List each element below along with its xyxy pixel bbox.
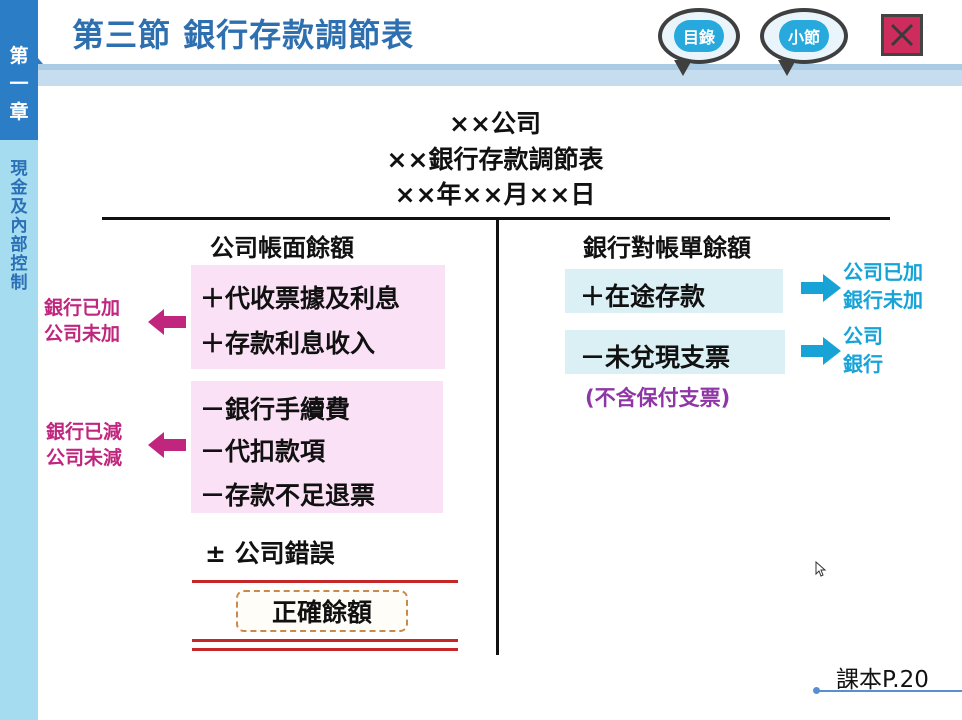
textbook-page-ref: 課本P.20 xyxy=(836,667,929,693)
bank-add-item: ＋在途存款 xyxy=(580,282,706,311)
title-band-accent xyxy=(38,64,962,70)
bank-added-note: 銀行已加 公司未加 xyxy=(44,295,120,347)
note-line: 銀行 xyxy=(843,352,883,376)
company-deduct-item: －代扣款項 xyxy=(200,437,326,466)
speech-tail-icon xyxy=(778,60,796,76)
chapter-char: 章 xyxy=(9,101,29,123)
page-title: 第三節 銀行存款調節表 xyxy=(72,16,415,54)
section-char: 金 xyxy=(10,178,28,198)
section-bubble: 小節 xyxy=(760,8,848,64)
chapter-char: 一 xyxy=(9,73,29,95)
close-button[interactable] xyxy=(881,14,923,56)
company-added-note: 公司已加 銀行未加 xyxy=(843,258,923,314)
company-deducted-note: 公司 銀行 xyxy=(843,322,883,378)
close-icon xyxy=(890,23,914,47)
section-char: 部 xyxy=(10,235,28,255)
toc-button[interactable]: 目錄 xyxy=(658,8,740,76)
correct-balance-box: 正確餘額 xyxy=(236,590,408,632)
section-char: 現 xyxy=(10,159,28,179)
right-arrow-icon xyxy=(801,274,841,302)
statement-name: ××銀行存款調節表 xyxy=(386,145,604,174)
bank-balance-heading: 銀行對帳單餘額 xyxy=(583,234,751,262)
note-line: 銀行已加 xyxy=(44,297,121,319)
note-line: 公司未減 xyxy=(46,447,123,469)
company-add-item: ＋代收票據及利息 xyxy=(200,284,401,313)
note-line: 公司 xyxy=(843,324,883,348)
statement-date: ××年××月××日 xyxy=(394,180,596,209)
company-deduct-box xyxy=(191,381,443,513)
section-button[interactable]: 小節 xyxy=(760,8,848,76)
section-char: 制 xyxy=(10,273,28,293)
right-arrow-icon xyxy=(801,337,841,365)
company-deduct-item: －存款不足退票 xyxy=(200,481,376,510)
company-add-box xyxy=(191,265,445,369)
speech-tail-icon xyxy=(674,60,692,76)
red-double-rule xyxy=(192,648,458,651)
note-line: 銀行未加 xyxy=(843,288,923,312)
bank-deduct-box xyxy=(565,330,785,374)
table-top-rule xyxy=(102,217,890,220)
red-double-rule xyxy=(192,639,458,642)
bank-deduct-item: －未兌現支票 xyxy=(580,343,731,372)
chapter-char: 第 xyxy=(9,45,29,67)
section-tab[interactable]: 現 金 及 內 部 控 制 xyxy=(0,148,38,720)
footer-dot xyxy=(813,687,820,694)
red-rule xyxy=(192,580,458,583)
toc-label: 目錄 xyxy=(673,20,724,52)
footer-line xyxy=(816,690,962,692)
note-line: 公司未加 xyxy=(44,323,121,345)
section-char: 及 xyxy=(10,197,28,217)
certified-check-note: (不含保付支票) xyxy=(585,386,731,410)
note-line: 公司已加 xyxy=(843,260,923,284)
chapter-tab[interactable]: 第 一 章 xyxy=(0,0,38,140)
company-add-item: ＋存款利息收入 xyxy=(200,329,376,358)
section-char: 控 xyxy=(10,254,28,274)
toc-bubble: 目錄 xyxy=(658,8,740,64)
note-line: 銀行已減 xyxy=(46,421,123,443)
mouse-cursor-icon xyxy=(815,561,827,577)
company-error-item: ± 公司錯誤 xyxy=(205,539,335,568)
bank-add-box xyxy=(565,269,783,313)
statement-company: ××公司 xyxy=(449,109,541,138)
company-balance-heading: 公司帳面餘額 xyxy=(210,234,354,262)
section-label: 小節 xyxy=(778,20,829,52)
bank-deducted-note: 銀行已減 公司未減 xyxy=(46,419,122,471)
section-char: 內 xyxy=(10,216,28,236)
left-arrow-icon xyxy=(148,309,186,335)
table-center-rule xyxy=(496,219,499,655)
left-arrow-icon xyxy=(148,432,186,458)
company-deduct-item: －銀行手續費 xyxy=(200,395,351,424)
